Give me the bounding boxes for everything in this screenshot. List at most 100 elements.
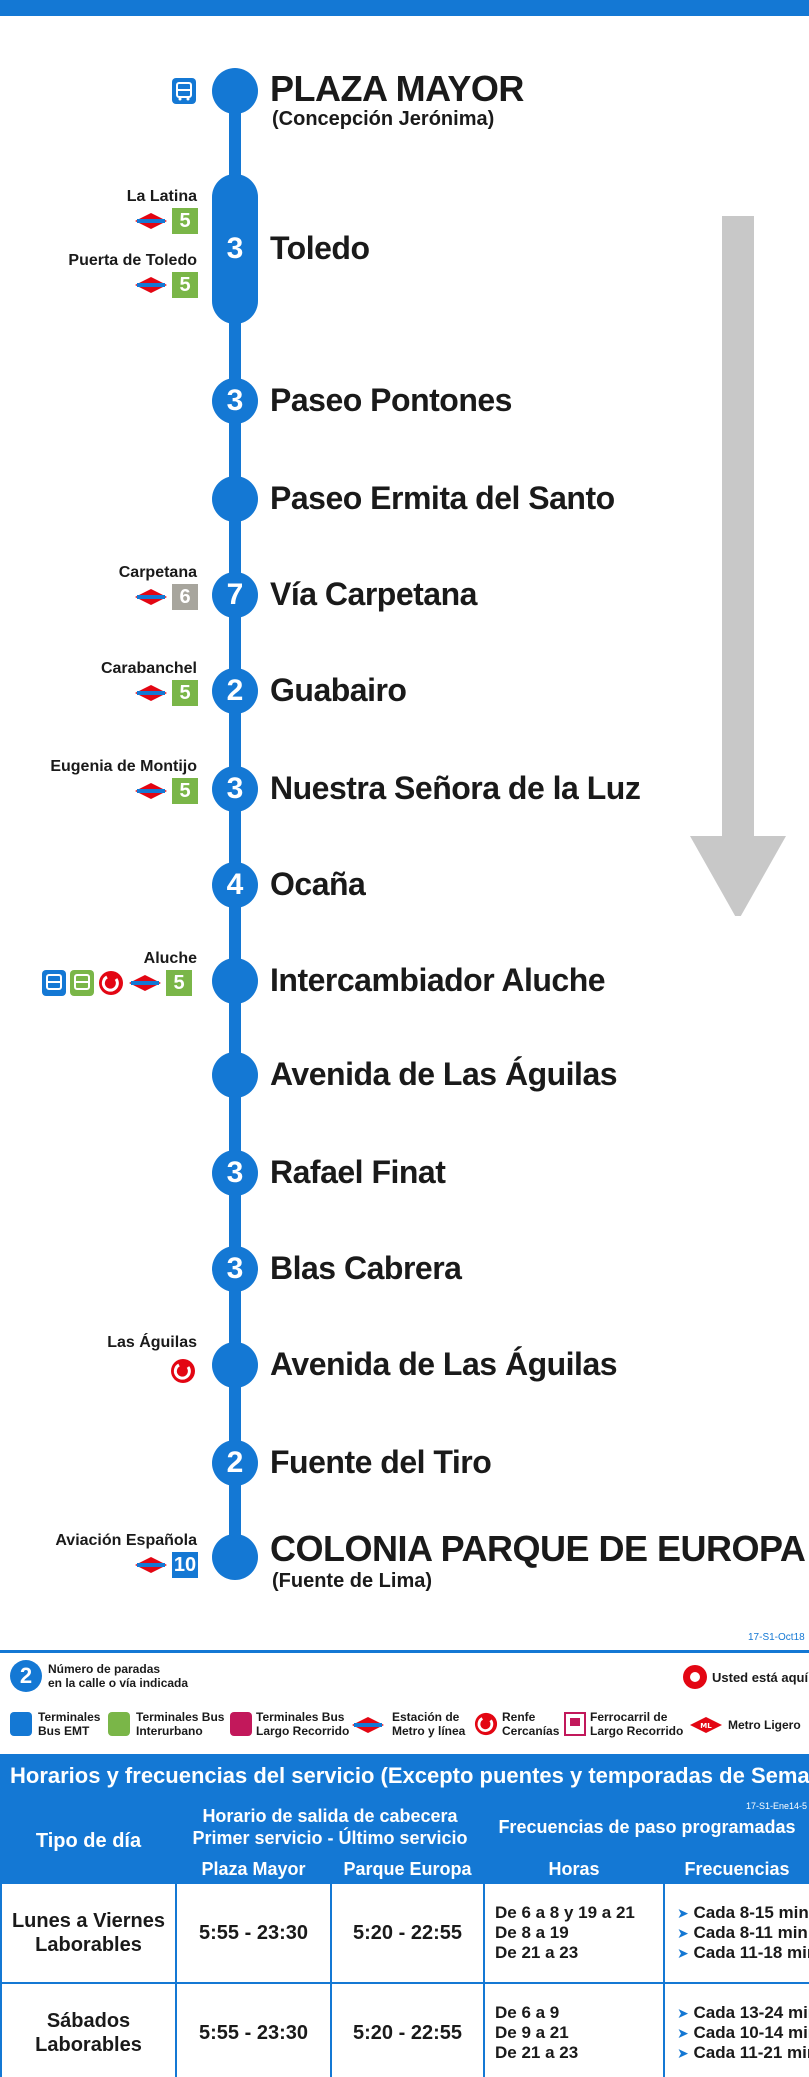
metro-line-badge: 5: [166, 970, 192, 996]
renfe-icon: [474, 1712, 498, 1736]
stop-count-badge: 7: [212, 572, 258, 618]
legend-divider: [0, 1650, 809, 1653]
stop-node: [212, 1342, 258, 1388]
metro-icon: [135, 1557, 167, 1573]
plaza-time-cell: 5:55 - 23:30: [175, 1882, 332, 1984]
col-tipo-dia: Tipo de día: [0, 1798, 177, 1884]
ferrocarril-icon: [564, 1712, 586, 1736]
stop-name: Paseo Pontones: [270, 382, 512, 418]
renfe-icon: [171, 1359, 195, 1383]
metro-line-badge: 10: [172, 1552, 198, 1578]
sub-parque-europa: Parque Europa: [330, 1854, 485, 1884]
metro-connection: 6: [134, 584, 198, 610]
stop-name: Guabairo: [270, 672, 407, 708]
stop-count-badge: 3: [212, 378, 258, 424]
metro-connection: 5: [134, 208, 198, 234]
stop-node: [212, 68, 258, 114]
map-code: 17-S1-Oct18: [748, 1632, 805, 1643]
metro-line-badge: 6: [172, 584, 198, 610]
stop-name: Paseo Ermita del Santo: [270, 480, 615, 516]
schedule-title: Horarios y frecuencias del servicio (Exc…: [0, 1754, 809, 1798]
svg-text:ML: ML: [700, 1722, 712, 1730]
stop-node: [212, 958, 258, 1004]
table-code: 17-S1-Ene14-5: [745, 1801, 807, 1811]
stop-name: Intercambiador Aluche: [270, 962, 606, 998]
aluche-connections: 5: [42, 970, 192, 996]
stop-subtitle: (Fuente de Lima): [272, 1570, 433, 1592]
metro-icon: [135, 685, 167, 701]
connection-name: Aviación Española: [55, 1532, 197, 1549]
stop-count-badge: 3: [212, 174, 258, 324]
metro-icon: [135, 783, 167, 799]
connection-name: Eugenia de Montijo: [50, 758, 197, 775]
stop-count-badge: 3: [212, 766, 258, 812]
bus-interurbano-icon: [70, 970, 94, 996]
bus-largo-recorrido-icon: [230, 1712, 252, 1736]
col-frecuencias: Frecuencias de paso programadas 17-S1-En…: [483, 1798, 809, 1856]
frecuencias-cell: ➤ Cada 8-15 min➤ Cada 8-11 min➤ Cada 11-…: [663, 1882, 809, 1984]
stop-name: Rafael Finat: [270, 1154, 446, 1190]
sub-plaza-mayor: Plaza Mayor: [175, 1854, 332, 1884]
stop-name: Avenida de Las Águilas: [270, 1056, 618, 1092]
stop-count-badge: 3: [212, 1246, 258, 1292]
metro-line-badge: 5: [172, 680, 198, 706]
stop-subtitle: (Concepción Jerónima): [272, 108, 495, 130]
metro-connection: 5: [134, 680, 198, 706]
metro-ligero-icon: ML: [690, 1717, 722, 1733]
parque-time-cell: 5:20 - 22:55: [330, 1982, 485, 2077]
direction-arrow-icon: [690, 216, 786, 916]
renfe-icon: [99, 971, 123, 995]
metro-icon: [129, 975, 161, 991]
bus-emt-icon: [172, 78, 196, 104]
frecuencias-cell: ➤ Cada 13-24 min➤ Cada 10-14 min➤ Cada 1…: [663, 1982, 809, 2077]
stop-count-legend-badge: 2: [10, 1660, 42, 1692]
bus-emt-icon: [10, 1712, 32, 1736]
stop-name: Ocaña: [270, 866, 366, 902]
stop-name: Toledo: [270, 230, 370, 266]
metro-connection: 10: [134, 1552, 198, 1578]
plaza-time-cell: 5:55 - 23:30: [175, 1982, 332, 2077]
stop-name: Avenida de Las Águilas: [270, 1346, 618, 1382]
stop-name: Nuestra Señora de la Luz: [270, 770, 641, 806]
stop-name: COLONIA PARQUE DE EUROPA: [270, 1528, 806, 1569]
connection-name: La Latina: [126, 188, 197, 205]
stop-count-badge: 4: [212, 862, 258, 908]
schedule-table: Tipo de día Horario de salida de cabecer…: [0, 1798, 809, 2077]
sub-horas: Horas: [483, 1854, 665, 1884]
stop-count-badge: 2: [212, 668, 258, 714]
stop-name: Vía Carpetana: [270, 576, 477, 612]
stop-name: Blas Cabrera: [270, 1250, 462, 1286]
metro-icon: [135, 277, 167, 293]
connection-name: Carabanchel: [100, 660, 197, 677]
stop-node: [212, 476, 258, 522]
metro-connection: 5: [134, 778, 198, 804]
stop-count-badge: 2: [212, 1440, 258, 1486]
connection-name: Carpetana: [118, 564, 197, 581]
connection-name: Las Águilas: [107, 1334, 197, 1351]
metro-line-badge: 5: [172, 272, 198, 298]
metro-icon: [135, 589, 167, 605]
sub-frecuencias: Frecuencias: [663, 1854, 809, 1884]
stop-count-badge: 3: [212, 1150, 258, 1196]
stop-node: [212, 1052, 258, 1098]
bus-interurbano-icon: [108, 1712, 130, 1736]
parque-time-cell: 5:20 - 22:55: [330, 1882, 485, 1984]
route-diagram: PLAZA MAYOR (Concepción Jerónima) 3 Tole…: [0, 16, 809, 1596]
top-bar: [0, 0, 809, 16]
stop-name: Fuente del Tiro: [270, 1444, 492, 1480]
you-are-here-icon: [683, 1665, 707, 1689]
metro-line-badge: 5: [172, 778, 198, 804]
bus-emt-icon: [42, 970, 66, 996]
legend-you-are-here: Usted está aquí: [712, 1670, 809, 1685]
stop-name: PLAZA MAYOR: [270, 68, 524, 109]
metro-icon: [135, 213, 167, 229]
metro-icon: [352, 1717, 384, 1733]
